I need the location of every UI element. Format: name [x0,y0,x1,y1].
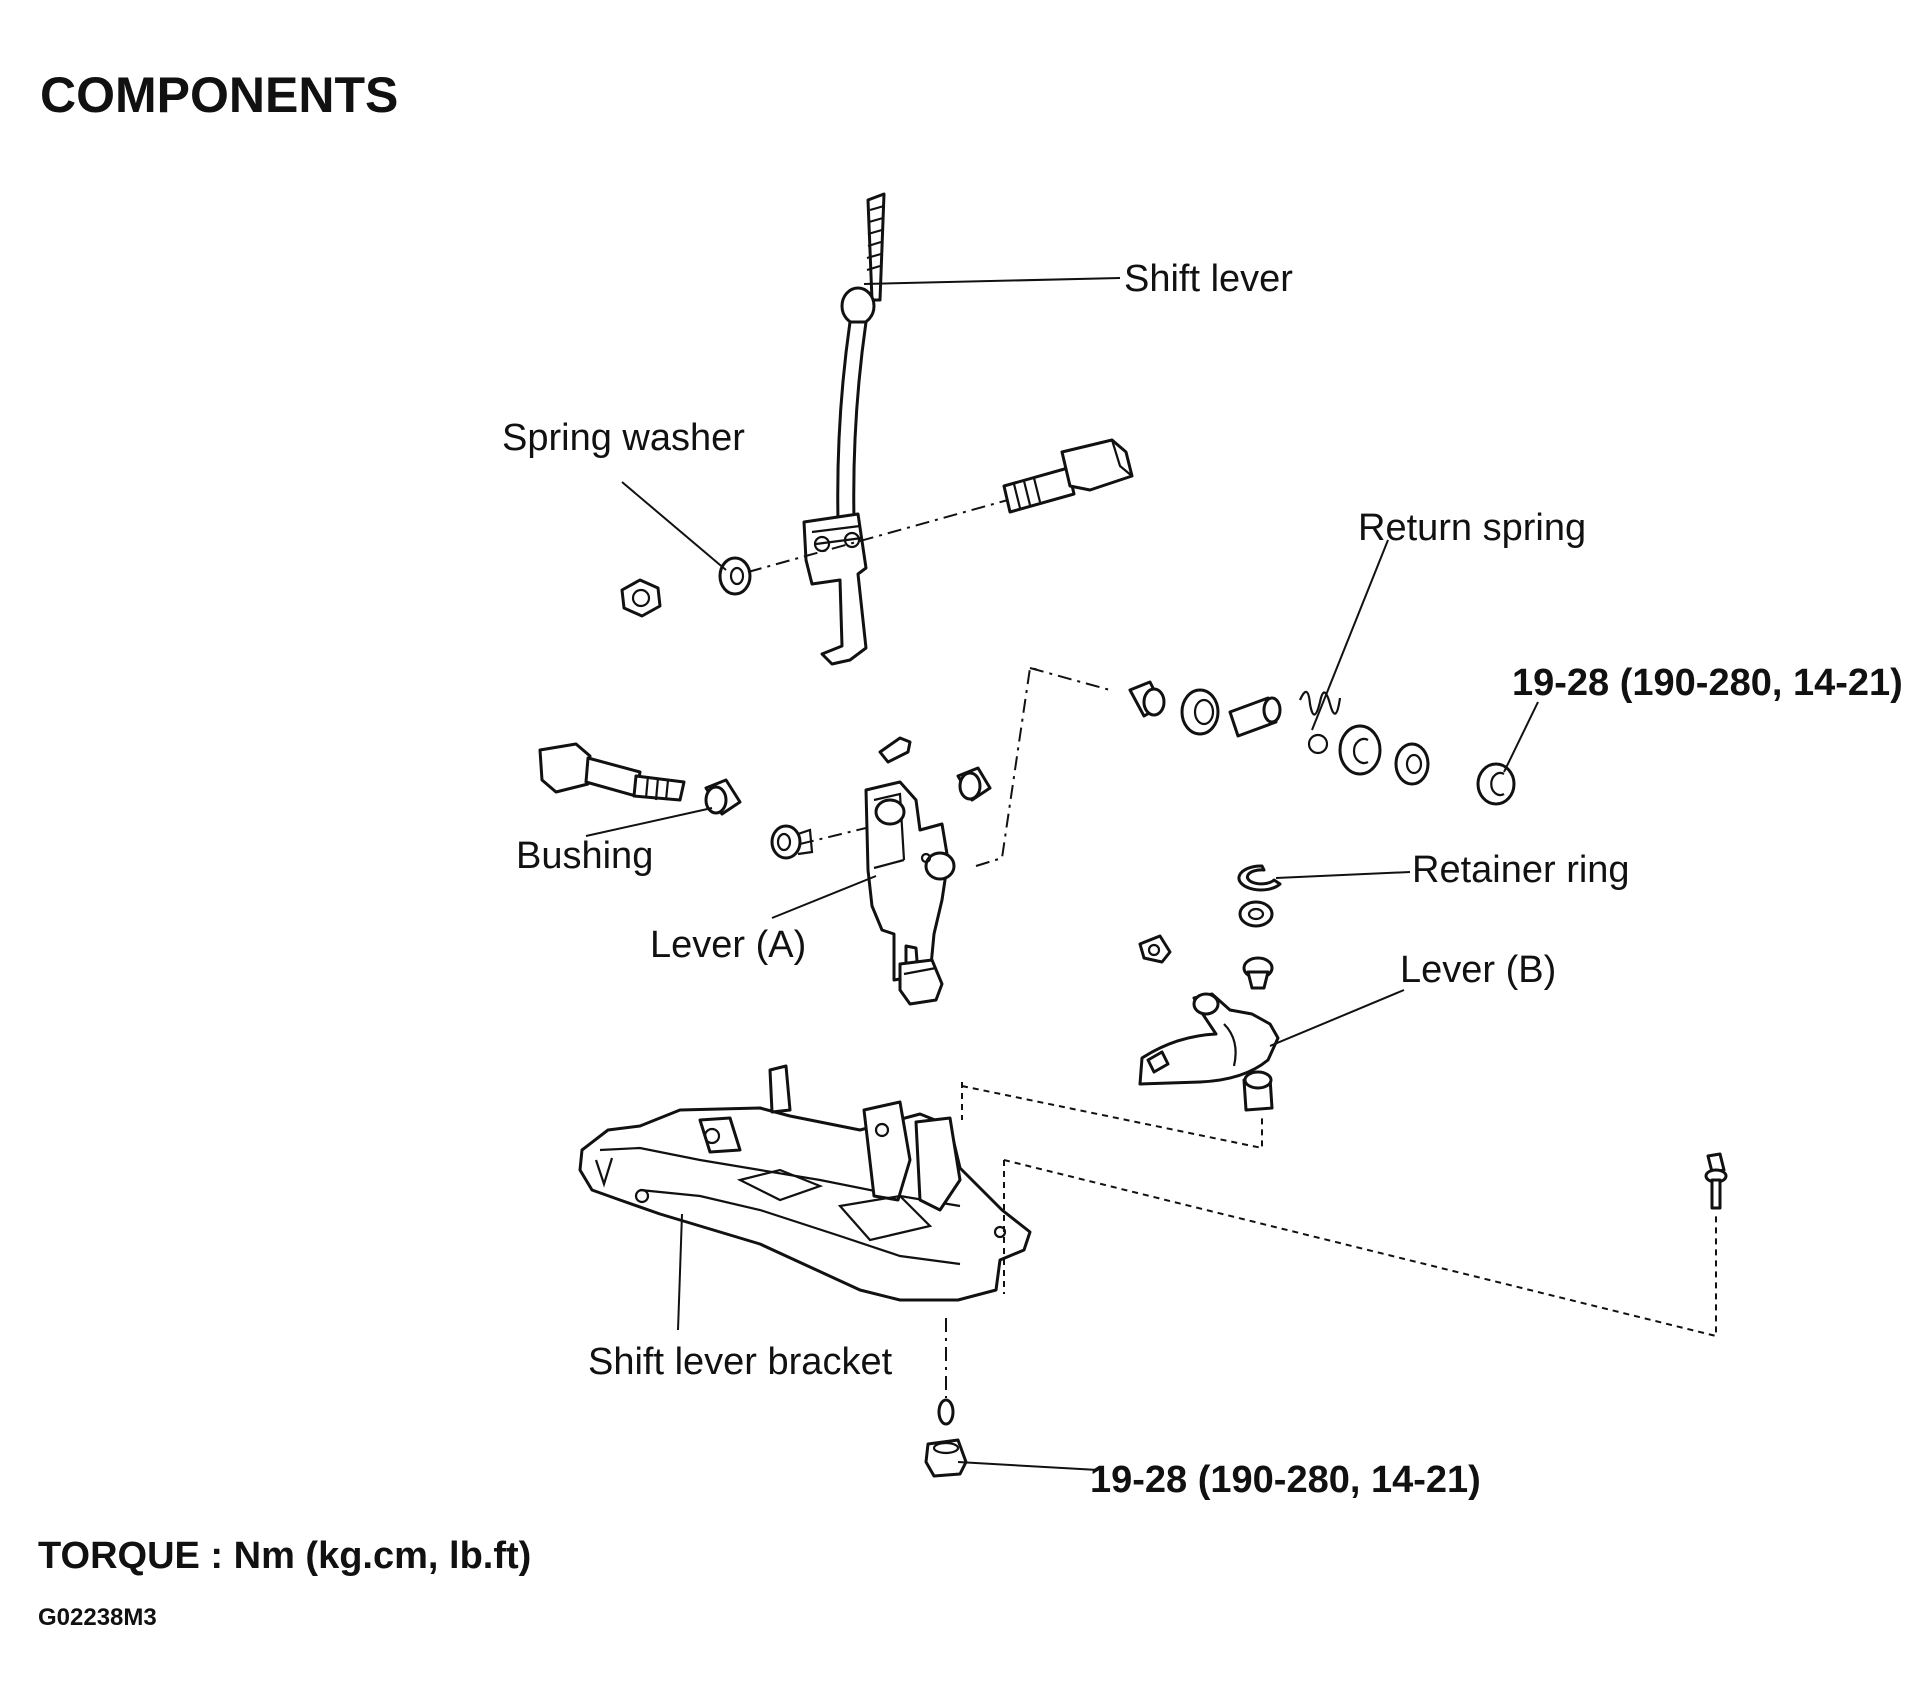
pivot-bolt-left-part [538,742,686,802]
washer-ring-part [1180,688,1220,736]
label-bushing: Bushing [516,835,653,877]
label-lever-b: Lever (B) [1400,949,1556,991]
lower-washer-part [937,1398,955,1426]
label-lever-a: Lever (A) [650,924,806,966]
small-bushing-left-part [770,824,814,860]
washer-c-part [1394,742,1430,786]
mounting-bolt-part [1704,1152,1728,1210]
bushing-c-part [1338,724,1382,776]
torque-units-note: TORQUE : Nm (kg.cm, lb.ft) [38,1535,531,1577]
bushing-part [704,778,742,816]
bushing-small-part [1128,680,1166,718]
label-return-spring: Return spring [1358,507,1586,549]
label-retainer-ring: Retainer ring [1412,849,1630,891]
label-shift-lever-bracket: Shift lever bracket [588,1341,893,1383]
pivot-bolt-top-part [1002,438,1134,514]
bushing-b-part [1242,956,1274,990]
nut-right-part [1476,762,1516,806]
small-nut-part [956,766,992,802]
lever-b-pin-part [1242,1070,1274,1112]
lower-nut-part [924,1438,968,1478]
return-spring-part [1298,690,1342,755]
shift-lever-bracket-part [578,1064,1032,1302]
shift-lever-part [802,192,886,666]
collar-part [1228,696,1282,738]
page-title: COMPONENTS [40,67,398,123]
lever-a-part [864,780,956,982]
label-torque-upper: 19-28 (190-280, 14-21) [1512,662,1903,704]
nut-top-part [620,578,662,618]
label-torque-lower: 19-28 (190-280, 14-21) [1090,1459,1481,1501]
lever-b-part [1138,992,1280,1086]
washer-b-part [1238,900,1274,928]
small-link-part [1138,934,1172,964]
retainer-ring-part [1237,864,1282,892]
spring-washer-part [718,556,752,596]
label-shift-lever: Shift lever [1124,258,1293,300]
label-spring-washer: Spring washer [502,417,745,459]
lever-a-cup-part [898,958,944,1006]
small-clip-part [878,736,912,764]
figure-code: G02238M3 [38,1604,157,1631]
